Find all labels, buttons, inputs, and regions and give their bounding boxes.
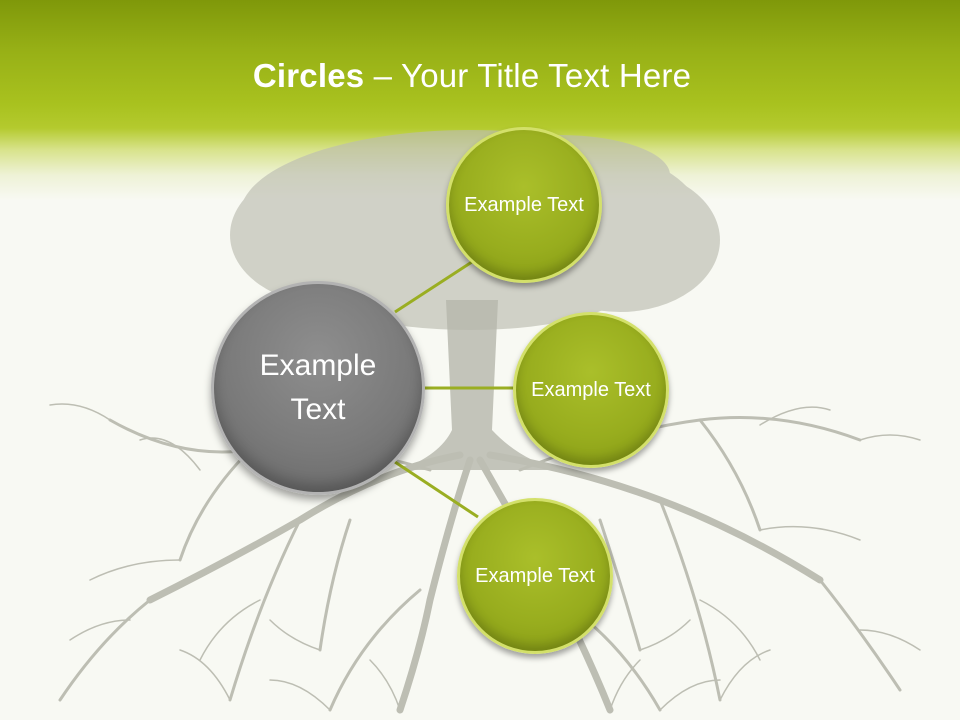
tree-roots	[49, 403, 921, 714]
satellite-circle-bottom[interactable]: Example Text	[457, 498, 613, 654]
satellite-circle-top[interactable]: Example Text	[446, 127, 602, 283]
center-circle-text: Example Text	[259, 349, 377, 426]
satellite-circle-text: Example Text	[464, 194, 584, 216]
satellite-circle-middle[interactable]: Example Text	[513, 312, 669, 468]
title-rest: – Your Title Text Here	[364, 57, 692, 94]
connector-top	[394, 256, 479, 314]
satellite-circle-text: Example Text	[531, 379, 651, 401]
title-bold: Circles	[252, 57, 365, 94]
connector-bottom	[394, 460, 479, 519]
slide-title: Circles – Your Title Text Here	[0, 52, 944, 100]
satellite-circle-text: Example Text	[475, 565, 595, 587]
tree-trunk	[400, 300, 560, 470]
center-circle[interactable]: Example Text	[211, 281, 425, 495]
